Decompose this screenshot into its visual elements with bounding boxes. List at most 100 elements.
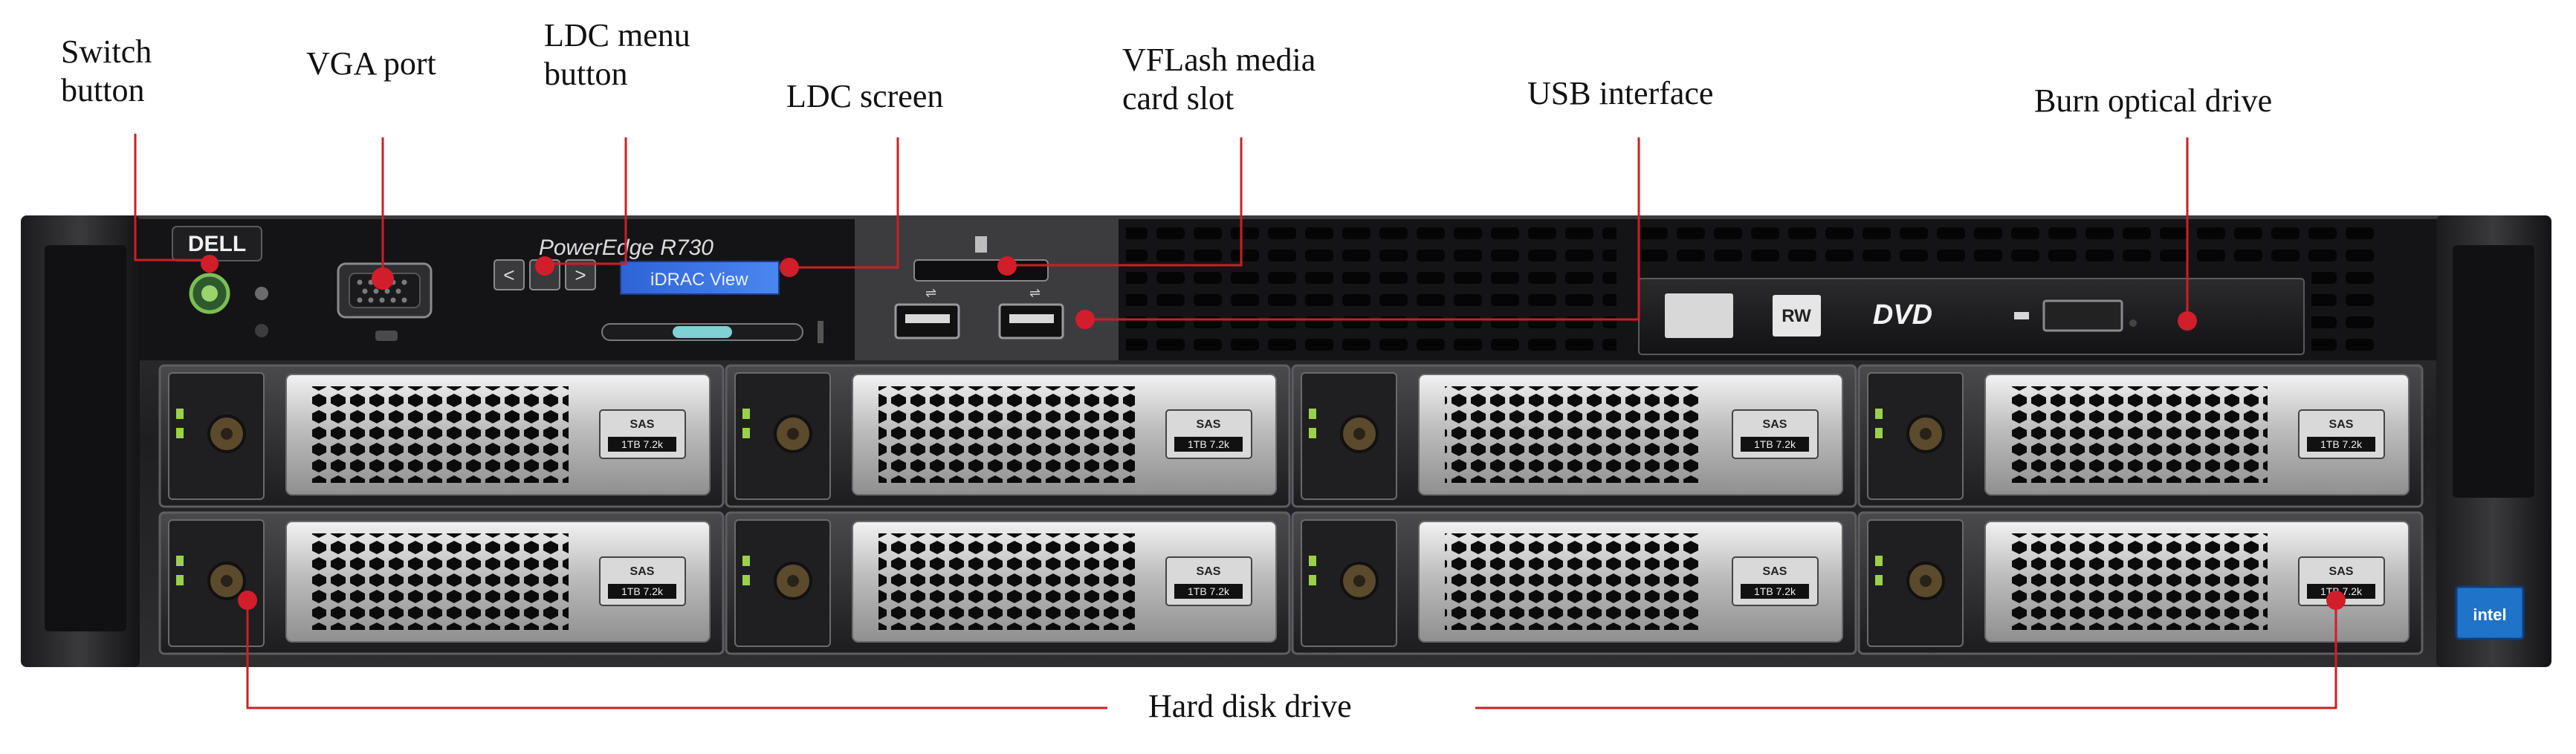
rw-logo (1773, 295, 1821, 337)
callout-line-hdd (246, 600, 1107, 709)
intel-sticker-text: intel (2473, 605, 2506, 624)
eject-indicator (2014, 312, 2029, 319)
callout-dot-ldc-screen (780, 258, 799, 277)
id-button[interactable] (255, 287, 268, 300)
drive-spec-strip (1741, 584, 1809, 599)
drive-spec: 1TB 7.2k (1188, 585, 1230, 597)
eject-button[interactable] (2042, 299, 2123, 332)
label-ldc-screen: LDC screen (786, 78, 944, 114)
drive-spec-strip (2307, 437, 2375, 452)
drive-spec: 1TB 7.2k (2320, 438, 2363, 450)
drive-logo-plate (1665, 293, 1733, 338)
drive-release-button-center (787, 428, 799, 440)
drive-status-led (1875, 556, 1883, 566)
drive-activity-led (1875, 575, 1883, 585)
drive-release-button-center (221, 575, 233, 587)
drive-status-led (742, 556, 750, 566)
drive-spec-strip (1174, 584, 1243, 599)
callout-dots (201, 255, 2346, 610)
drive-release-button-center (1920, 428, 1932, 440)
drive-mesh (312, 533, 569, 630)
callout-dot-optical (2178, 311, 2197, 331)
drive-status-led (176, 409, 184, 419)
drive-activity-led (176, 428, 184, 438)
dell-logo-text: DELL (188, 232, 246, 256)
drive-badge: SAS (2329, 418, 2354, 431)
drive-mesh (878, 533, 1135, 630)
intel-sticker (2455, 585, 2525, 640)
usb-left-icon: ⇌ (925, 285, 936, 300)
drive-release-button-center (221, 428, 233, 440)
lcd-right-button[interactable] (565, 259, 596, 290)
drive-mesh (312, 386, 569, 483)
usb-port-right-tongue (1009, 314, 1054, 323)
drive-spec: 1TB 7.2k (1188, 438, 1230, 450)
drive-spec-strip (608, 437, 676, 452)
callout-dot-vflash (997, 256, 1017, 276)
callout-dot-hdd-left (238, 591, 257, 610)
label-ldc-menu-button: LDC menu button (544, 17, 690, 92)
drive-activity-led (2129, 319, 2137, 327)
callout-line-vflash (1007, 137, 1243, 267)
drive-status-led (176, 556, 184, 566)
usb-right-icon: ⇌ (1029, 285, 1041, 300)
drive-mesh (1445, 533, 1701, 630)
lcd-screen-text: iDRAC View (650, 270, 748, 290)
vflash-card-slot[interactable] (913, 259, 1049, 282)
drive-activity-led (1309, 575, 1316, 585)
nmi-button[interactable] (255, 324, 268, 337)
drive-release-button-center (1353, 428, 1365, 440)
drive-status-led (742, 409, 750, 419)
lcd-screen (620, 261, 780, 295)
drive-badge: SAS (630, 418, 655, 431)
drive-mesh (878, 386, 1135, 483)
dvd-logo: DVD (1873, 299, 1932, 331)
left-arrow-icon: < (503, 264, 514, 286)
right-ear-handle (2453, 245, 2534, 498)
left-ear-handle (45, 245, 126, 631)
vent-grille-center (1126, 221, 1617, 355)
drive-mesh (2011, 386, 2268, 483)
drive-activity-led (742, 428, 750, 438)
callout-dot-ldc-menu (535, 256, 554, 276)
drive-status-led (1309, 556, 1316, 566)
drive-spec-strip (608, 584, 676, 599)
callout-line-ldc-screen (789, 137, 899, 269)
drive-badge: SAS (630, 565, 655, 578)
callout-line-ldc-menu (546, 137, 627, 265)
label-switch-button: Switch button (61, 33, 152, 108)
lcd-left-button[interactable] (493, 259, 525, 290)
optical-drive[interactable] (1638, 278, 2305, 355)
drive-badge: SAS (1197, 565, 1221, 578)
drive-spec: 1TB 7.2k (1754, 438, 1796, 450)
callout-lines (134, 134, 2337, 709)
power-icon (201, 285, 218, 302)
callout-dot-hdd-right (2326, 591, 2346, 610)
callout-line-usb (1085, 137, 1640, 321)
label-hard-disk-drive: Hard disk drive (1148, 688, 1352, 724)
drive-release-button-center (787, 575, 799, 587)
monitor-icon (375, 331, 398, 341)
quick-sync-indicator (673, 326, 732, 338)
drive-spec-strip (1174, 437, 1243, 452)
label-usb-interface: USB interface (1527, 75, 1714, 111)
drive-release-button-center (1353, 575, 1365, 587)
label-optical-drive: Burn optical drive (2034, 82, 2273, 119)
hard-drive-bay[interactable]: SAS 1TB 7.2k (725, 511, 1291, 655)
drive-release-button-center (1920, 575, 1932, 587)
drive-activity-led (1309, 428, 1316, 438)
callout-dot-usb (1075, 310, 1095, 329)
drive-badge: SAS (1763, 565, 1787, 578)
drive-badge: SAS (2329, 565, 2354, 578)
hard-drive-bay[interactable]: SAS 1TB 7.2k (1857, 364, 2424, 508)
label-vga-port: VGA port (306, 45, 436, 82)
vent-grille-side (2311, 267, 2382, 355)
drive-status-led (1875, 409, 1883, 419)
drive-status-led (1309, 409, 1316, 419)
